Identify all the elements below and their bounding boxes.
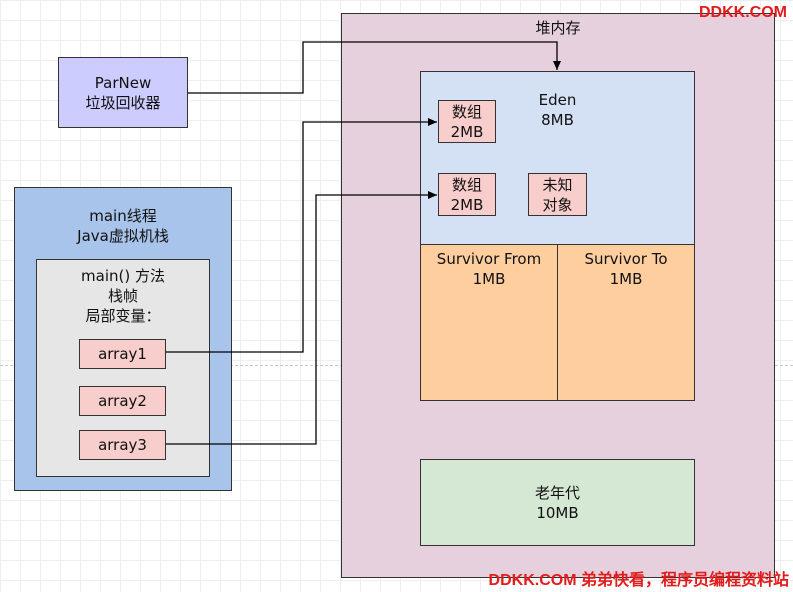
old-gen-name: 老年代	[534, 483, 580, 502]
stack-name: Java虚拟机栈	[77, 227, 169, 245]
gc-name: ParNew	[94, 73, 152, 92]
variable-array1[interactable]: array1	[79, 339, 166, 369]
eden-size: 8MB	[541, 111, 574, 129]
survivor-from-name: Survivor From	[436, 250, 542, 268]
array3-reference-arrow	[166, 191, 437, 445]
survivor-to-name: Survivor To	[584, 250, 668, 268]
variable-array2[interactable]: array2	[79, 386, 166, 416]
watermark-top: DDKK.COM	[699, 4, 787, 21]
frame-method: main() 方法	[81, 267, 165, 285]
variable-label: array1	[98, 345, 147, 363]
array1-reference-arrow	[166, 118, 437, 353]
gc-type: 垃圾回收器	[85, 93, 161, 112]
survivor-from-region[interactable]: Survivor From 1MB	[420, 244, 558, 401]
object-type-2: 对象	[542, 195, 573, 214]
old-generation-region[interactable]: 老年代 10MB	[420, 459, 695, 546]
eden-object-unknown[interactable]: 未知 对象	[528, 173, 587, 216]
frame-label: 栈帧	[107, 287, 138, 305]
survivor-from-size: 1MB	[472, 270, 506, 288]
variable-label: array3	[98, 436, 147, 454]
variable-array3[interactable]: array3	[79, 430, 166, 460]
thread-name: main线程	[89, 207, 157, 225]
gc-to-eden-arrow	[188, 41, 561, 94]
object-type: 数组	[451, 175, 482, 194]
local-vars-label: 局部变量：	[85, 307, 161, 325]
object-type: 数组	[451, 102, 482, 121]
old-gen-size: 10MB	[536, 503, 579, 522]
parnew-gc-box[interactable]: ParNew 垃圾回收器	[58, 57, 188, 128]
eden-name: Eden	[538, 91, 577, 109]
heap-title: 堆内存	[535, 19, 581, 37]
eden-object-array-1[interactable]: 数组 2MB	[438, 100, 496, 143]
object-size: 2MB	[450, 195, 484, 214]
eden-object-array-2[interactable]: 数组 2MB	[438, 173, 496, 216]
object-type: 未知	[542, 175, 573, 194]
survivor-to-size: 1MB	[609, 270, 643, 288]
watermark-bottom: DDKK.COM 弟弟快看，程序员编程资料站	[488, 572, 789, 589]
survivor-to-region[interactable]: Survivor To 1MB	[557, 244, 695, 401]
object-size: 2MB	[450, 122, 484, 141]
variable-label: array2	[98, 392, 147, 410]
